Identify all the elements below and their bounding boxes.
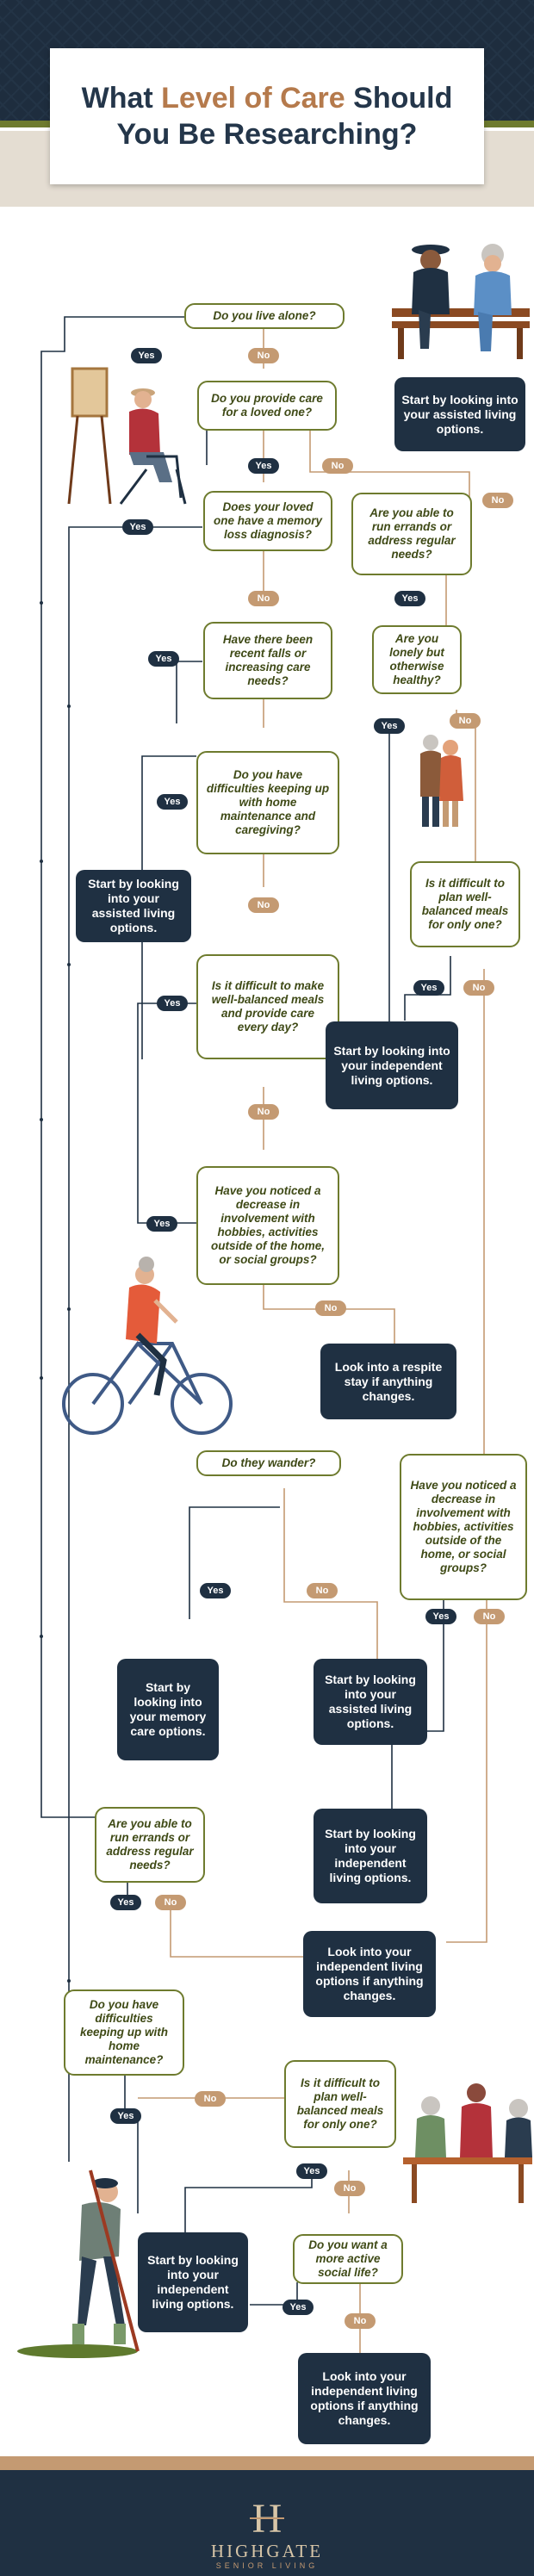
answer-assisted-top: Start by looking into your assisted livi…: [394, 377, 525, 451]
question-wander: Do they wander?: [196, 1450, 341, 1476]
no-badge: No: [248, 1104, 279, 1120]
question-falls: Have there been recent falls or increasi…: [203, 622, 332, 699]
answer-independent-2: Start by looking into your independent l…: [314, 1809, 427, 1903]
yes-badge: Yes: [146, 1216, 177, 1232]
brand-tagline: SENIOR LIVING: [215, 2561, 319, 2570]
question-run-errands-2: Are you able to run errands or address r…: [95, 1807, 205, 1883]
question-decrease-involvement-2: Have you noticed a decrease in involveme…: [400, 1454, 527, 1600]
yes-badge: Yes: [394, 591, 425, 606]
question-home-maintenance-caregiving: Do you have difficulties keeping up with…: [196, 751, 339, 854]
no-badge: No: [307, 1583, 338, 1598]
title-card: What Level of Care Should You Be Researc…: [50, 48, 484, 184]
yes-badge: Yes: [374, 718, 405, 734]
no-badge: No: [450, 713, 481, 729]
yes-badge: Yes: [110, 1895, 141, 1910]
title-highlight: Level of Care: [161, 82, 345, 115]
title-part1: What: [81, 82, 162, 115]
question-meals-only-one-1: Is it difficult to plan well-balanced me…: [410, 861, 520, 947]
question-meals-care-daily: Is it difficult to make well-balanced me…: [196, 954, 339, 1059]
footer-stripe: [0, 2456, 534, 2470]
yes-badge: Yes: [296, 2163, 327, 2179]
question-meals-only-one-2: Is it difficult to plan well-balanced me…: [284, 2060, 396, 2148]
yes-badge: Yes: [413, 980, 444, 996]
footer: [0, 2470, 534, 2576]
no-badge: No: [195, 2091, 226, 2107]
no-badge: No: [322, 458, 353, 474]
no-badge: No: [345, 2313, 376, 2329]
no-badge: No: [463, 980, 494, 996]
no-badge: No: [248, 591, 279, 606]
answer-assisted-left: Start by looking into your assisted livi…: [76, 870, 191, 942]
answer-assisted-mid: Start by looking into your assisted livi…: [314, 1659, 427, 1745]
couple-on-bench-illustration: [392, 244, 530, 359]
question-memory-loss: Does your loved one have a memory loss d…: [203, 491, 332, 551]
yes-badge: Yes: [157, 794, 188, 810]
no-badge: No: [334, 2181, 365, 2196]
answer-respite: Look into a respite stay if anything cha…: [320, 1344, 456, 1419]
yes-badge: Yes: [122, 519, 153, 535]
standing-couple-illustration: [420, 735, 463, 827]
gardener-illustration: [17, 2169, 140, 2358]
highgate-logo: H: [250, 2496, 284, 2539]
title-part2: Should: [345, 82, 453, 115]
answer-memory-care: Start by looking into your memory care o…: [117, 1659, 219, 1760]
yes-badge: Yes: [148, 651, 179, 667]
brand-name: HIGHGATE: [210, 2541, 324, 2561]
question-home-maintenance: Do you have difficulties keeping up with…: [64, 1989, 184, 2076]
title-line2: You Be Researching?: [116, 118, 418, 151]
answer-independent-3: Start by looking into your independent l…: [138, 2232, 248, 2332]
yes-badge: Yes: [425, 1609, 456, 1624]
question-live-alone: Do you live alone?: [184, 303, 345, 329]
women-at-table-illustration: [403, 2083, 532, 2203]
yes-badge: Yes: [248, 458, 279, 474]
question-provide-care: Do you provide care for a loved one?: [197, 381, 337, 431]
no-badge: No: [315, 1300, 346, 1316]
no-badge: No: [474, 1609, 505, 1624]
question-lonely: Are you lonely but otherwise healthy?: [372, 625, 462, 694]
page-title: What Level of Care Should You Be Researc…: [82, 80, 453, 152]
painter-illustration: [67, 367, 187, 505]
bicycle-illustration: [62, 1257, 233, 1435]
answer-independent-1: Start by looking into your independent l…: [326, 1021, 458, 1109]
yes-badge: Yes: [157, 996, 188, 1011]
question-social-life: Do you want a more active social life?: [293, 2234, 403, 2284]
question-run-errands-1: Are you able to run errands or address r…: [351, 493, 472, 575]
answer-independent-if-changes-1: Look into your independent living option…: [303, 1931, 436, 2017]
no-badge: No: [482, 493, 513, 508]
flowchart-connectors: [17, 244, 532, 2358]
answer-independent-if-changes-2: Look into your independent living option…: [298, 2353, 431, 2444]
no-badge: No: [248, 348, 279, 363]
no-badge: No: [155, 1895, 186, 1910]
rail-ticks: [40, 601, 71, 1983]
yes-badge: Yes: [110, 2108, 141, 2124]
yes-badge: Yes: [200, 1583, 231, 1598]
no-badge: No: [248, 897, 279, 913]
question-decrease-involvement-1: Have you noticed a decrease in involveme…: [196, 1166, 339, 1285]
yes-badge: Yes: [283, 2300, 314, 2315]
yes-badge: Yes: [131, 348, 162, 363]
